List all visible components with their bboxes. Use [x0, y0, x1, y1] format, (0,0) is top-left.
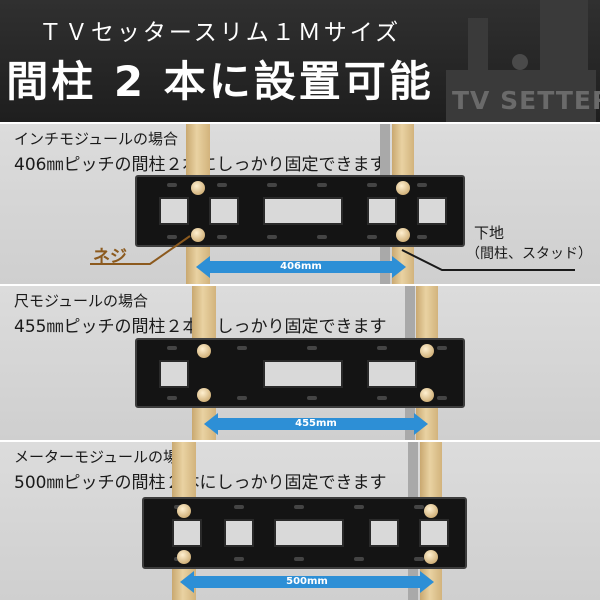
screw [424, 504, 438, 518]
wall-bracket-plate [135, 175, 465, 247]
section-description: 500㎜ピッチの間柱２本にしっかり固定できます [14, 473, 387, 493]
screw [420, 344, 434, 358]
spacing-label: 406mm [280, 261, 322, 272]
wall-bracket-plate [142, 497, 467, 569]
header-banner: TV SETTER ＴＶセッタースリム１Ｍサイズ 間柱 2 本に設置可能 [0, 0, 600, 122]
section-meter-module: メーターモジュールの場合 500㎜ピッチの間柱２本にしっかり固定できます [0, 442, 600, 600]
screw [197, 388, 211, 402]
screw-label: ネジ [93, 247, 127, 267]
section-title: インチモジュールの場合 [14, 130, 178, 148]
headline: 間柱 2 本に設置可能 [6, 57, 434, 106]
logo-text: TV SETTER [452, 86, 600, 115]
section-title: 尺モジュールの場合 [14, 292, 148, 310]
screw [191, 181, 205, 195]
screw [177, 550, 191, 564]
screw [177, 504, 191, 518]
screw [197, 344, 211, 358]
base-label: 下地 [474, 224, 505, 242]
screw [396, 228, 410, 242]
product-subtitle: ＴＶセッタースリム１Ｍサイズ [38, 20, 402, 46]
screw [424, 550, 438, 564]
spacing-label: 500mm [286, 576, 328, 587]
screw [396, 181, 410, 195]
spacing-label: 455mm [295, 418, 337, 429]
base-sublabel: （間柱、スタッド） [466, 246, 592, 262]
spacing-arrow: 455mm [204, 413, 428, 435]
spacing-arrow: 406mm [196, 256, 406, 278]
section-title: メーターモジュールの場合 [14, 448, 193, 466]
section-inch-module: インチモジュールの場合 406㎜ピッチの間柱２本にしっかり固定できます [0, 124, 600, 284]
screw [420, 388, 434, 402]
spacing-arrow: 500mm [180, 571, 434, 593]
callout-lines [90, 235, 575, 271]
tv-setter-logo-icon [446, 0, 596, 122]
wall-bracket-plate [135, 338, 465, 408]
section-shaku-module: 尺モジュールの場合 455㎜ピッチの間柱２本にしっかり固定できます 455mm [0, 286, 600, 440]
screw [191, 228, 205, 242]
